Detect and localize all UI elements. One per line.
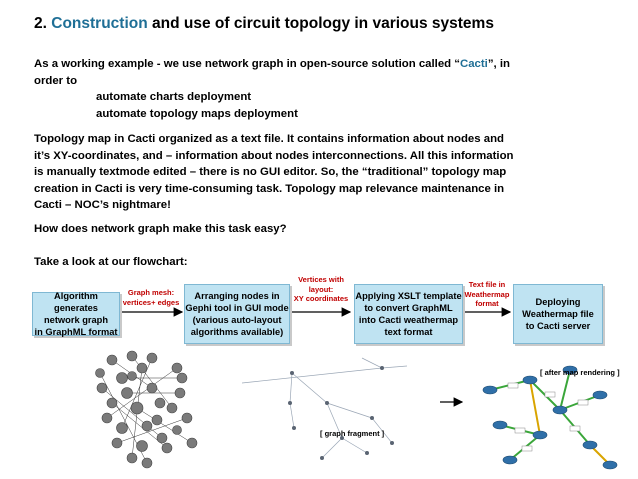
topology-line: Topology map in Cacti organized as a tex… bbox=[34, 133, 505, 145]
intro-line-2: order to bbox=[34, 74, 78, 87]
cacti-highlight: Cacti bbox=[459, 58, 488, 70]
flow-step-gephi: Arranging nodes in Gephi tool in GUI mod… bbox=[184, 284, 290, 344]
topology-line: is manually textmode edited – there is n… bbox=[34, 166, 507, 178]
edge-label-vertices: Vertices with layout: XY coordinates bbox=[293, 275, 349, 303]
question-text: How does network graph make this task ea… bbox=[34, 223, 287, 235]
title-rest: and use of circuit topology in various s… bbox=[152, 15, 494, 32]
intro-line-1: As a working example - we use network gr… bbox=[34, 56, 510, 73]
flow-step-label: Deploying Weathermap file to Cacti serve… bbox=[522, 297, 594, 331]
intro-text-end: ”, in bbox=[487, 58, 510, 70]
map-render-caption: [ after map rendering ] bbox=[540, 368, 620, 377]
graph-cluster-image bbox=[95, 350, 198, 469]
flow-step-label: Algorithm generates network graph in Gra… bbox=[34, 291, 118, 337]
topology-paragraph: Topology map in Cacti organized as a tex… bbox=[34, 131, 514, 214]
graph-fragment-image bbox=[241, 357, 408, 460]
title-number: 2. bbox=[34, 15, 47, 32]
weathermap-image bbox=[482, 365, 618, 470]
intro-bullet-1: automate charts deployment bbox=[96, 91, 252, 103]
flow-step-deploy: Deploying Weathermap file to Cacti serve… bbox=[513, 284, 603, 344]
flow-step-label: Applying XSLT template to convert GraphM… bbox=[355, 291, 462, 337]
topology-line: Cacti – NOC’s nightmare! bbox=[34, 199, 171, 211]
flow-step-xslt: Applying XSLT template to convert GraphM… bbox=[354, 284, 463, 344]
edge-label-graph-mesh: Graph mesh: vertices+ edges bbox=[122, 288, 180, 307]
flow-step-generate: Algorithm generates network graph in Gra… bbox=[32, 291, 120, 337]
intro-bullet-2: automate topology maps deployment bbox=[96, 107, 298, 120]
edge-label-text-file: Text file in Weathermap format bbox=[464, 280, 510, 308]
image-arrow bbox=[440, 397, 464, 407]
page-title: 2. Construction and use of circuit topol… bbox=[34, 15, 494, 33]
topology-line: creation in Cacti is very time-consuming… bbox=[34, 182, 505, 195]
topology-line: it’s XY-coordinates, and – information a… bbox=[34, 149, 514, 162]
flowchart-intro: Take a look at our flowchart: bbox=[34, 256, 188, 268]
graph-fragment-caption: [ graph fragment ] bbox=[320, 429, 385, 438]
flow-step-label: Arranging nodes in Gephi tool in GUI mod… bbox=[185, 291, 289, 337]
intro-text: As a working example - we use network gr… bbox=[34, 58, 460, 70]
title-highlight: Construction bbox=[51, 15, 148, 32]
